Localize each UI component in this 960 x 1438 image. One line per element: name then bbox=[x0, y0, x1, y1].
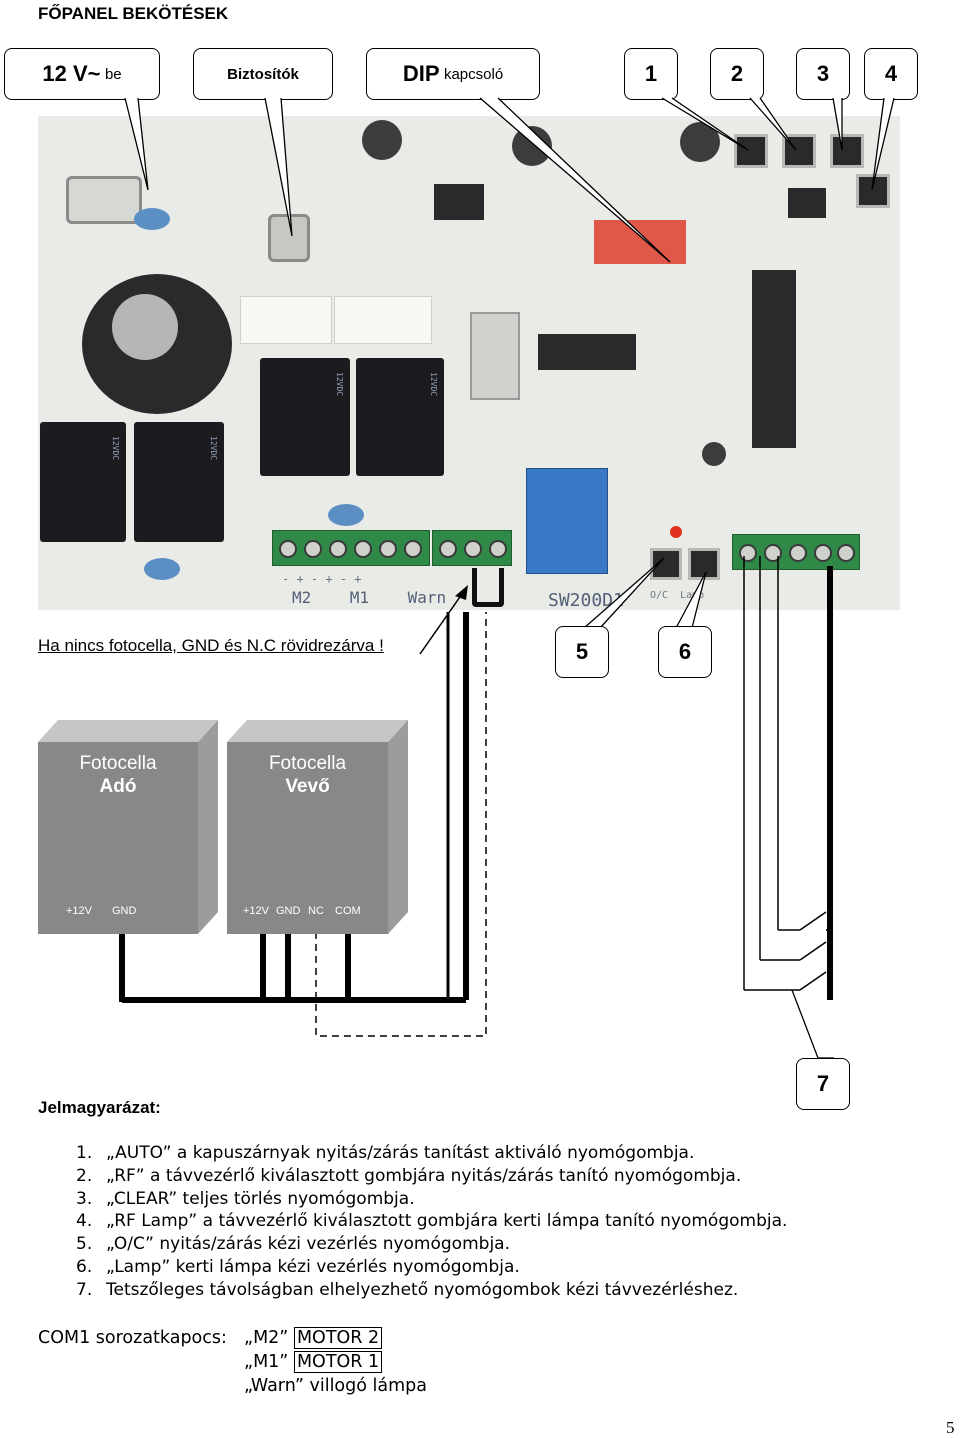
receiver-pin-gnd: GND bbox=[276, 905, 301, 917]
callout-power-suffix: be bbox=[104, 65, 122, 83]
terminal-block-com2 bbox=[432, 530, 512, 566]
silk-button-labels: O/C Lamp bbox=[650, 590, 705, 601]
capacitor-large-top bbox=[112, 294, 178, 360]
capacitor-small-1 bbox=[362, 120, 402, 160]
fuse-f1 bbox=[66, 176, 142, 224]
shortcut-arrow-head bbox=[455, 585, 468, 600]
transmitter-pin-gnd: GND bbox=[112, 905, 137, 917]
relay-4: 12VDC bbox=[356, 358, 444, 476]
terminal-block-right bbox=[732, 534, 860, 570]
pointer-5 bbox=[583, 557, 665, 629]
legend-item: 1.„AUTO” a kapuszárnyak nyitás/zárás tan… bbox=[76, 1143, 695, 1163]
push-button-auto bbox=[734, 134, 768, 168]
silk-terminal-labels: M2 M1 Warn bbox=[292, 588, 447, 607]
relay-blue bbox=[526, 468, 608, 574]
blue-cap-3 bbox=[144, 558, 180, 580]
photocell-transmitter-line1: Fotocella bbox=[79, 753, 157, 774]
ic-chip-large bbox=[752, 270, 796, 448]
ic-chip-u3 bbox=[788, 188, 826, 218]
push-button-rf-lamp bbox=[856, 174, 890, 208]
regulator-heatsink bbox=[470, 312, 520, 400]
receiver-pin-nc: NC bbox=[308, 905, 324, 917]
legend-item: 3.„CLEAR” teljes törlés nyomógombja. bbox=[76, 1188, 415, 1209]
pointer-fuses bbox=[264, 97, 293, 237]
dip-switch bbox=[594, 220, 686, 264]
legend-item: 4.„RF Lamp” a távvezérlő kiválasztott go… bbox=[76, 1211, 788, 1232]
page-title: FŐPANEL BEKÖTÉSEK bbox=[38, 4, 229, 23]
short-circuit-note: Ha nincs fotocella, GND és N.C rövidrezá… bbox=[38, 636, 384, 655]
white-block-1 bbox=[240, 296, 332, 344]
pointer-6 bbox=[675, 571, 707, 629]
callout-power-input: 12 V~ be bbox=[4, 48, 160, 100]
push-button-clear bbox=[830, 134, 864, 168]
pointer-4 bbox=[871, 97, 895, 191]
callout-number-7: 7 bbox=[796, 1058, 850, 1110]
com1-row-m2: „M2” MOTOR 2 bbox=[244, 1327, 383, 1349]
photocell-receiver: Fotocella Vevő +12V GND NC COM bbox=[227, 742, 388, 934]
callout-number-1: 1 bbox=[624, 48, 678, 100]
legend-title: Jelmagyarázat: bbox=[38, 1098, 161, 1117]
blue-cap-2 bbox=[328, 504, 364, 526]
white-block-2 bbox=[334, 296, 432, 344]
com1-row-warn: „Warn” villogó lámpa bbox=[244, 1376, 427, 1396]
transmitter-pin-12v: +12V bbox=[66, 905, 92, 917]
callout-number-6: 6 bbox=[658, 626, 712, 678]
silk-board-name: SW200D1 bbox=[548, 590, 624, 610]
receiver-pin-12v: +12V bbox=[243, 905, 269, 917]
photocell-receiver-line1: Fotocella bbox=[268, 753, 347, 774]
relay-3: 12VDC bbox=[260, 358, 350, 476]
legend-item: 5.„O/C” nyitás/zárás kézi vezérlés nyomó… bbox=[76, 1234, 510, 1255]
led-red bbox=[670, 526, 682, 538]
ic-chip-u4 bbox=[434, 184, 484, 220]
relay-1: 12VDC bbox=[40, 422, 126, 542]
pointer-power bbox=[124, 97, 149, 191]
silk-terminal-polarity: - + - + - + bbox=[282, 572, 362, 586]
callout-number-4: 4 bbox=[864, 48, 918, 100]
pointer-7 bbox=[791, 989, 834, 1059]
photocell-transmitter-line2: Adó bbox=[99, 776, 137, 797]
pointer-1 bbox=[661, 97, 749, 151]
callout-dip-big: DIP bbox=[402, 61, 440, 86]
legend-item: 6.„Lamp” kerti lámpa kézi vezérlés nyomó… bbox=[76, 1256, 520, 1277]
receiver-pin-com: COM bbox=[335, 905, 361, 917]
jumper-wire bbox=[472, 568, 504, 607]
ic-chip-u2 bbox=[538, 334, 636, 370]
photocell-receiver-line2: Vevő bbox=[285, 776, 330, 797]
push-button-rf bbox=[782, 134, 816, 168]
callout-fuses-label: Biztosítók bbox=[227, 65, 299, 83]
legend-item: 2.„RF” a távvezérlő kiválasztott gombjár… bbox=[76, 1165, 742, 1186]
legend-list: 1.„AUTO” a kapuszárnyak nyitás/zárás tan… bbox=[76, 1142, 787, 1302]
callout-fuses: Biztosítók bbox=[193, 48, 333, 100]
push-button-oc bbox=[650, 548, 682, 580]
callout-number-3: 3 bbox=[796, 48, 850, 100]
relay-2: 12VDC bbox=[134, 422, 224, 542]
callout-power-voltage: 12 V~ bbox=[42, 61, 101, 86]
capacitor-small-4 bbox=[702, 442, 726, 466]
callout-number-5: 5 bbox=[555, 626, 609, 678]
callout-dip-small: kapcsoló bbox=[443, 65, 504, 83]
pointer-dip bbox=[479, 97, 671, 263]
legend-item: 7.Tetszőleges távolságban elhelyezhető n… bbox=[76, 1279, 739, 1300]
shortcut-arrow-line bbox=[419, 593, 463, 655]
page-number: 5 bbox=[946, 1418, 955, 1437]
pointer-2 bbox=[749, 97, 797, 151]
com1-row-m1: „M1” MOTOR 1 bbox=[244, 1351, 383, 1373]
callout-dip-switch: DIP kapcsoló bbox=[366, 48, 540, 100]
terminal-block-com1 bbox=[272, 530, 430, 566]
pointer-3 bbox=[832, 97, 843, 151]
com1-label: COM1 sorozatkapocs: bbox=[38, 1328, 227, 1348]
circuit-board-photo: 12VDC 12VDC 12VDC 12VDC - + - + - + M2 M… bbox=[38, 116, 900, 610]
photocell-transmitter: Fotocella Adó +12V GND bbox=[38, 742, 198, 934]
callout-number-2: 2 bbox=[710, 48, 764, 100]
blue-cap-1 bbox=[134, 208, 170, 230]
